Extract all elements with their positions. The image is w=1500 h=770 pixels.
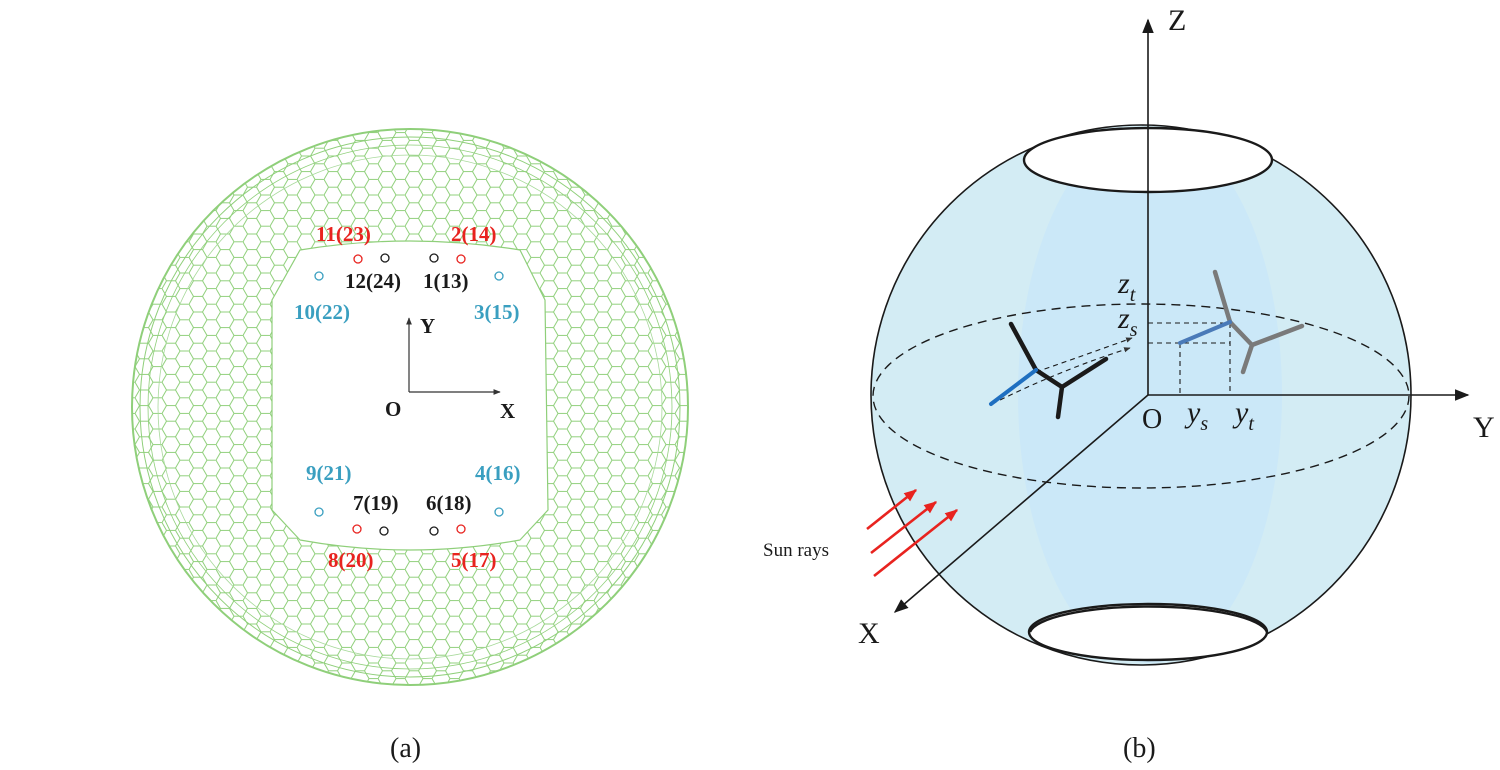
- point-label: 6(18): [426, 491, 472, 515]
- y-t-label: yt: [1232, 396, 1254, 435]
- y-axis-label: Y: [1473, 411, 1495, 444]
- caption-a: (a): [390, 733, 421, 764]
- panel-a-point-labels: 11(23) 2(14) 12(24) 1(13) 10(22) 3(15) 9…: [294, 222, 521, 572]
- panel-a-mesh-sphere: [131, 128, 689, 686]
- sun-rays: [866, 488, 959, 578]
- target-structure: [1178, 269, 1305, 375]
- point-label: 12(24): [345, 269, 401, 293]
- y-s-label: ys: [1184, 396, 1208, 435]
- origin-label: O: [1142, 404, 1162, 435]
- z-s-label: zs: [1117, 302, 1138, 341]
- point-label: 10(22): [294, 300, 350, 324]
- point-label: 2(14): [451, 222, 497, 246]
- panel-a-axes: Y X O: [385, 314, 515, 423]
- point-label: 11(23): [316, 222, 371, 246]
- x-axis-label: X: [858, 617, 880, 650]
- y-axis-label: Y: [420, 314, 435, 338]
- point-label: 3(15): [474, 300, 520, 324]
- point-label: 1(13): [423, 269, 469, 293]
- z-axis-label: Z: [1168, 4, 1186, 37]
- x-axis-label: X: [500, 399, 515, 423]
- point-label: 7(19): [353, 491, 399, 515]
- source-structure: [989, 321, 1109, 420]
- panel-b-axes: Z Y X O: [858, 4, 1495, 650]
- projection-lines: [991, 322, 1231, 405]
- caption-b: (b): [1123, 733, 1156, 764]
- origin-label: O: [385, 397, 401, 421]
- z-t-label: zt: [1117, 267, 1136, 306]
- coordinate-labels: zt zs ys yt: [1117, 267, 1254, 435]
- panel-a-point-markers: [314, 253, 504, 536]
- point-label: 9(21): [306, 461, 352, 485]
- point-label: 8(20): [328, 548, 374, 572]
- point-label: 5(17): [451, 548, 497, 572]
- sun-rays-label: Sun rays: [763, 540, 829, 561]
- point-label: 4(16): [475, 461, 521, 485]
